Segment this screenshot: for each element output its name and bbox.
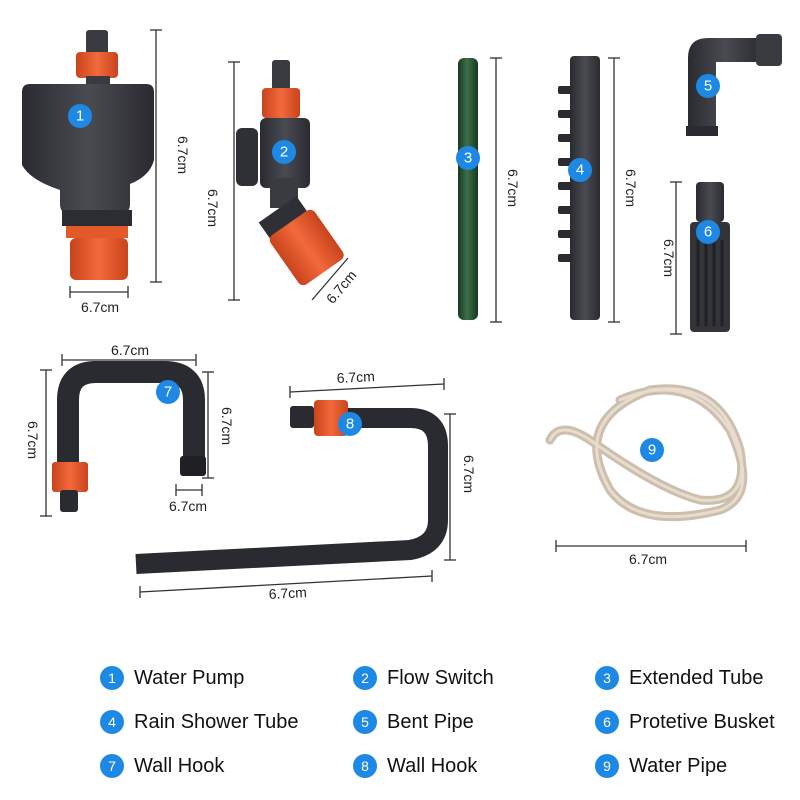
part-wall-hook-8 — [135, 400, 448, 574]
dim-hook8-width: 6.7cm — [336, 368, 375, 386]
dim-hook7-tip: 6.7cm — [169, 498, 207, 514]
badge-6: 6 — [696, 220, 720, 244]
part-wall-hook-7 — [52, 361, 206, 512]
legend-label: Wall Hook — [134, 754, 225, 777]
part-water-pipe — [545, 384, 748, 522]
dim-basket-height: 6.7cm — [661, 239, 677, 277]
legend-item-extended-tube: 3 Extended Tube — [595, 663, 764, 693]
legend-number: 6 — [595, 710, 619, 734]
dim-tube-height: 6.7cm — [505, 169, 521, 207]
legend-item-water-pump: 1 Water Pump — [100, 663, 244, 693]
legend-item-protective-basket: 6 Protetive Busket — [595, 707, 775, 737]
dim-pump-width: 6.7cm — [81, 299, 119, 315]
legend-number: 3 — [595, 666, 619, 690]
legend-number: 1 — [100, 666, 124, 690]
legend-number: 2 — [353, 666, 377, 690]
badge-7: 7 — [156, 380, 180, 404]
legend-label: Bent Pipe — [387, 710, 474, 733]
legend-number: 8 — [353, 754, 377, 778]
part-extended-tube — [458, 58, 478, 320]
parts-legend: 1 Water Pump 2 Flow Switch 3 Extended Tu… — [0, 650, 800, 800]
legend-label: Water Pump — [134, 666, 245, 689]
svg-text:1: 1 — [76, 108, 84, 125]
parts-diagram: 6.7cm 6.7cm 6.7cm 6.7cm 6.7cm 6.7cm 6.7c… — [22, 29, 782, 602]
legend-number: 7 — [100, 754, 124, 778]
legend-item-bent-pipe: 5 Bent Pipe — [353, 707, 474, 737]
legend-number: 5 — [353, 710, 377, 734]
legend-number: 9 — [595, 754, 619, 778]
svg-text:9: 9 — [648, 442, 656, 459]
svg-text:5: 5 — [704, 78, 712, 95]
badge-8: 8 — [338, 412, 362, 436]
dim-hook7-inner: 6.7cm — [219, 407, 235, 445]
svg-text:8: 8 — [346, 416, 354, 433]
svg-text:6: 6 — [704, 224, 712, 241]
legend-label: Rain Shower Tube — [134, 710, 299, 733]
legend-item-rain-shower-tube: 4 Rain Shower Tube — [100, 707, 299, 737]
part-flow-switch — [236, 60, 344, 286]
badge-9: 9 — [640, 438, 664, 462]
legend-label: Flow Switch — [387, 666, 494, 689]
badge-5: 5 — [696, 74, 720, 98]
dim-hook7-height: 6.7cm — [25, 421, 41, 459]
svg-text:7: 7 — [164, 384, 172, 401]
dim-hook8-length: 6.7cm — [268, 584, 307, 602]
badge-2: 2 — [272, 140, 296, 164]
legend-item-wall-hook-8: 8 Wall Hook — [353, 751, 477, 781]
dim-hook8-height: 6.7cm — [461, 455, 477, 493]
badge-4: 4 — [568, 158, 592, 182]
part-water-pump — [22, 30, 154, 280]
part-bent-pipe — [686, 34, 782, 136]
badge-3: 3 — [456, 146, 480, 170]
svg-text:4: 4 — [576, 162, 584, 179]
dim-pump-height: 6.7cm — [175, 136, 191, 174]
dim-switch-length: 6.7cm — [323, 267, 360, 306]
svg-text:3: 3 — [464, 150, 472, 167]
svg-text:2: 2 — [280, 144, 288, 161]
part-rain-shower-tube — [558, 56, 600, 320]
legend-label: Extended Tube — [629, 666, 764, 689]
dim-shower-height: 6.7cm — [623, 169, 639, 207]
legend-label: Water Pipe — [629, 754, 728, 777]
dim-water-pipe: 6.7cm — [629, 551, 667, 567]
legend-number: 4 — [100, 710, 124, 734]
badge-1: 1 — [68, 104, 92, 128]
legend-item-flow-switch: 2 Flow Switch — [353, 663, 494, 693]
legend-label: Wall Hook — [387, 754, 478, 777]
legend-item-water-pipe: 9 Water Pipe — [595, 751, 727, 781]
dim-switch-height: 6.7cm — [205, 189, 221, 227]
dim-hook7-width: 6.7cm — [111, 342, 149, 358]
legend-label: Protetive Busket — [629, 710, 775, 733]
part-protective-basket — [690, 182, 730, 332]
legend-item-wall-hook-7: 7 Wall Hook — [100, 751, 224, 781]
dimension-lines — [40, 29, 747, 598]
